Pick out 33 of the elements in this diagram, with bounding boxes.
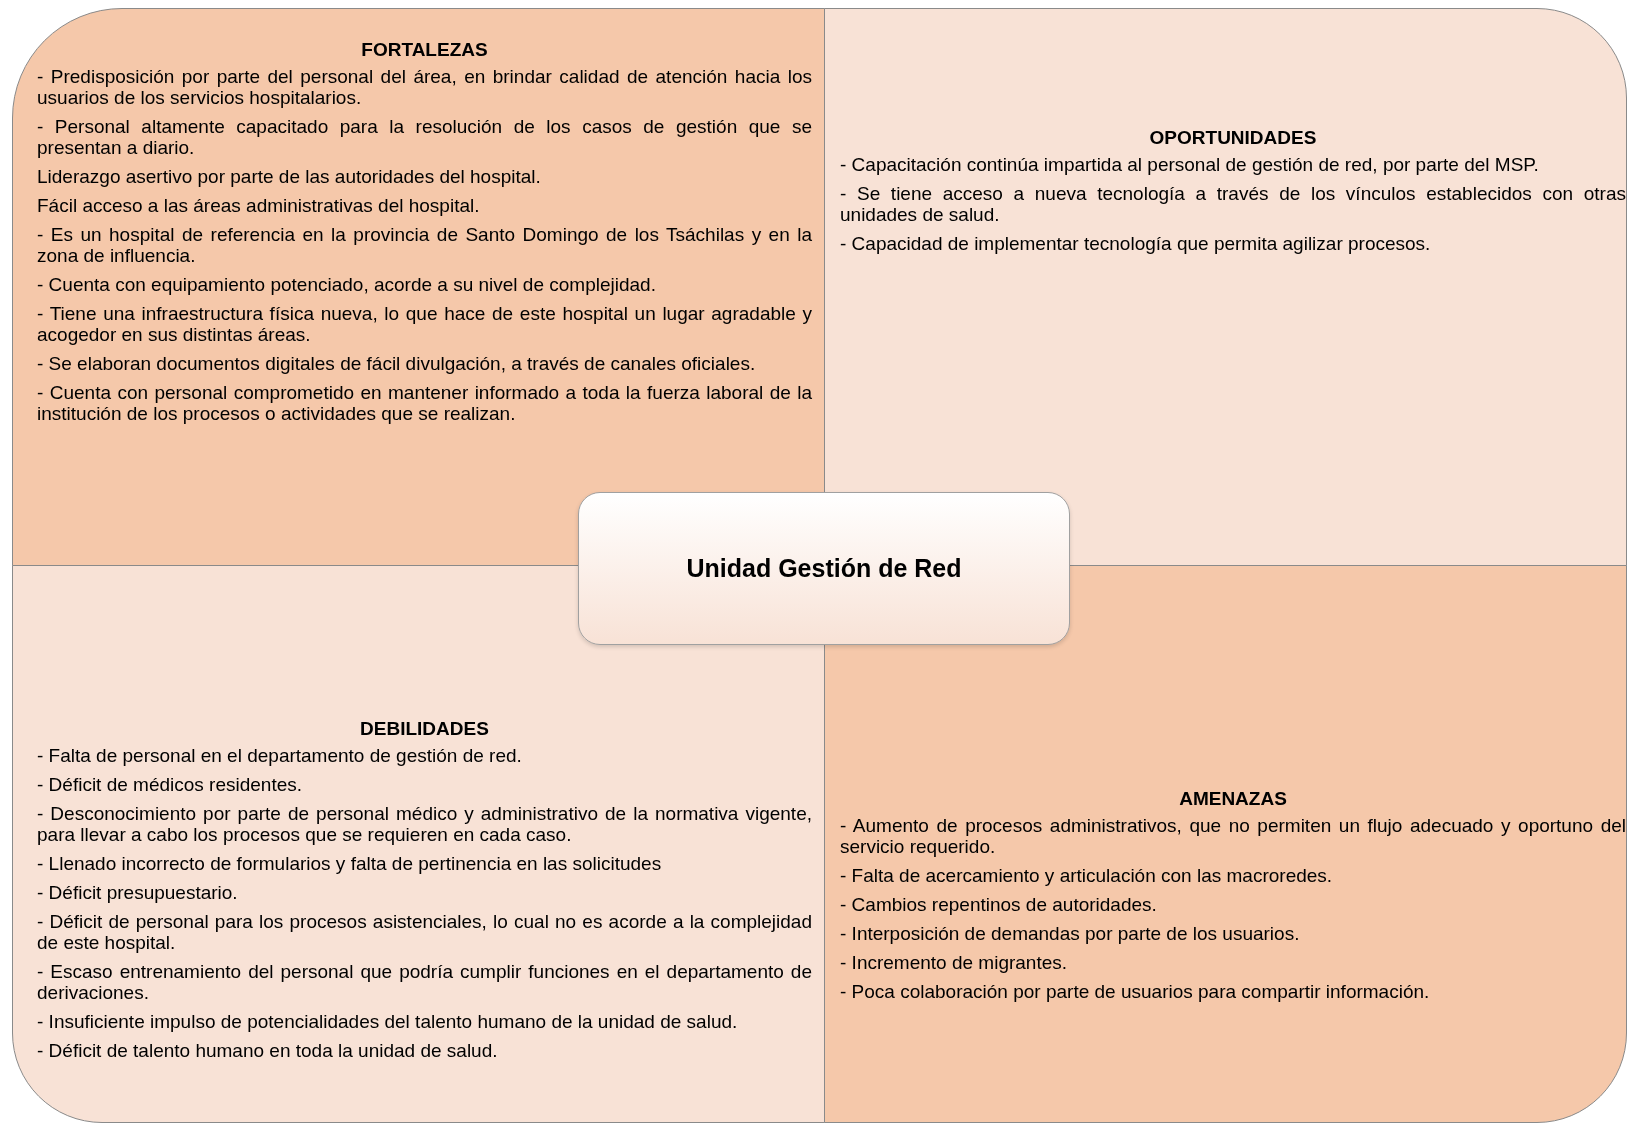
list-item: - Capacitación continúa impartida al personal de gestión de red, por parte del MSP. xyxy=(840,154,1540,175)
list-item: - Interposición de demandas por parte de los usuarios. xyxy=(840,923,1301,944)
center-title: Unidad Gestión de Red xyxy=(686,554,962,583)
center-box xyxy=(578,492,1070,645)
list-item: - Aumento de procesos administrativos, que no permiten un flujo adecuado y oportuno del servicio requerido. xyxy=(840,815,1626,857)
list-item: - Tiene una infraestructura física nueva, lo que hace de este hospital un lugar agradable y acogedor en sus distintas áreas. xyxy=(37,303,812,345)
panel-heading: AMENAZAS xyxy=(1178,788,1288,809)
list-item: - Incremento de migrantes. xyxy=(840,952,1069,973)
panel-heading: DEBILIDADES xyxy=(359,718,490,739)
list-item: - Llenado incorrecto de formularios y falta de pertinencia en las solicitudes xyxy=(37,853,663,874)
list-item: - Desconocimiento por parte de personal médico y administrativo de la normativa vigente, para llevar a cabo los procesos que se requieren en cada caso. xyxy=(37,803,812,845)
list-item: - Se tiene acceso a nueva tecnología a través de los vínculos establecidos con otras unidades de salud. xyxy=(840,183,1626,225)
panel-heading: FORTALEZAS xyxy=(360,39,489,60)
list-item: - Déficit de médicos residentes. xyxy=(37,774,304,795)
list-item: - Predisposición por parte del personal del área, en brindar calidad de atención hacia los usuarios de los servicios hospitalarios. xyxy=(37,66,812,108)
list-item: - Se elaboran documentos digitales de fácil divulgación, a través de canales oficiales. xyxy=(37,353,757,374)
list-item: - Insuficiente impulso de potencialidades del talento humano de la unidad de salud. xyxy=(37,1011,739,1032)
list-item: - Capacidad de implementar tecnología que permita agilizar procesos. xyxy=(840,233,1432,254)
list-item: - Falta de acercamiento y articulación con las macroredes. xyxy=(840,865,1334,886)
list-item: - Es un hospital de referencia en la provincia de Santo Domingo de los Tsáchilas y en la zona de influencia. xyxy=(37,224,812,266)
list-item: Liderazgo asertivo por parte de las autoridades del hospital. xyxy=(37,166,542,187)
list-item: - Cuenta con equipamiento potenciado, acorde a su nivel de complejidad. xyxy=(37,274,657,295)
list-item: - Falta de personal en el departamento de gestión de red. xyxy=(37,745,523,766)
list-item: - Escaso entrenamiento del personal que podría cumplir funciones en el departamento de derivaciones. xyxy=(37,961,812,1003)
list-item: - Déficit de personal para los procesos asistenciales, lo cual no es acorde a la complejidad de este hospital. xyxy=(37,911,812,953)
panel-heading: OPORTUNIDADES xyxy=(1148,127,1318,148)
list-item: Fácil acceso a las áreas administrativas del hospital. xyxy=(37,195,481,216)
list-item: - Cambios repentinos de autoridades. xyxy=(840,894,1158,915)
list-item: - Déficit de talento humano en toda la unidad de salud. xyxy=(37,1040,499,1061)
list-item: - Personal altamente capacitado para la resolución de los casos de gestión que se presentan a diario. xyxy=(37,116,812,158)
list-item: - Poca colaboración por parte de usuarios para compartir información. xyxy=(840,981,1431,1002)
list-item: - Cuenta con personal comprometido en mantener informado a toda la fuerza laboral de la institución de los procesos o actividades que se realizan. xyxy=(37,382,812,424)
list-item: - Déficit presupuestario. xyxy=(37,882,239,903)
